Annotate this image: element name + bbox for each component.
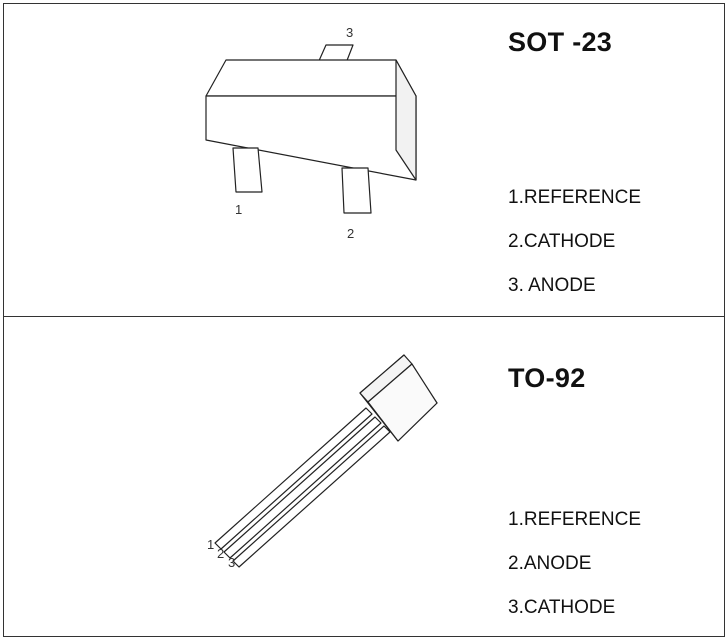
sot23-pin-list: 1.REFERENCE 2.CATHODE 3. ANODE: [508, 186, 641, 318]
to92-package-title: TO-92: [508, 363, 586, 393]
to92-lead-1: [214, 407, 373, 550]
to92-body-flat: [367, 363, 438, 442]
sot23-pin-1-label: 1.REFERENCE: [508, 187, 642, 208]
to92-pin-label-1: 1: [207, 537, 214, 552]
sot23-pin-1: [232, 147, 263, 193]
to92-pin-label-2: 2: [217, 546, 224, 561]
sot23-pin-label-1: 1: [235, 202, 242, 217]
sot23-pin-2: [341, 167, 372, 214]
to92-pin-label-3: 3: [228, 555, 235, 570]
sot23-package-title: SOT -23: [508, 27, 613, 57]
to92-lead-3: [232, 425, 391, 568]
section-divider: [3, 316, 725, 317]
to92-lead-2: [223, 416, 382, 559]
to92-pin-list: 1.REFERENCE 2.ANODE 3.CATHODE: [508, 508, 641, 640]
sot23-pin-label-3: 3: [346, 25, 353, 40]
sot23-pin-label-2: 2: [347, 226, 354, 241]
sot23-pin-3-label: 3. ANODE: [508, 275, 596, 296]
to92-pin-1-label: 1.REFERENCE: [508, 509, 642, 530]
to92-pin-3-label: 3.CATHODE: [508, 597, 616, 618]
figure-border: [3, 3, 725, 637]
sot23-body-side: [395, 59, 417, 181]
sot23-pin-2-label: 2.CATHODE: [508, 231, 616, 252]
to92-pin-2-label: 2.ANODE: [508, 553, 592, 574]
